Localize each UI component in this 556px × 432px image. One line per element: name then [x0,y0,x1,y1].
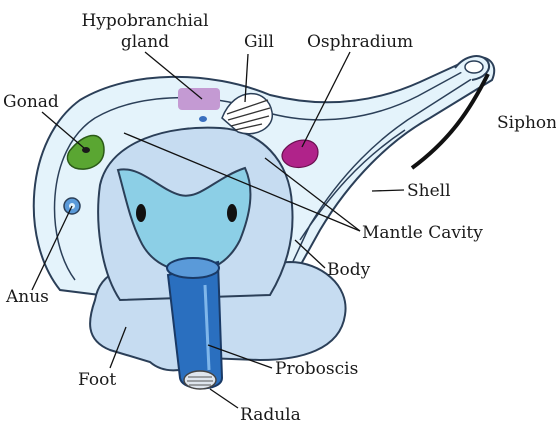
label-proboscis: Proboscis [275,359,358,379]
label-hypobranchial-2: gland [121,32,169,52]
label-hypobranchial-1: Hypobranchial [81,11,208,31]
label-foot: Foot [78,370,116,390]
label-mantle-cavity: Mantle Cavity [362,223,483,243]
label-siphon: Siphon [497,113,556,133]
label-anus: Anus [5,287,49,307]
label-radula: Radula [240,405,301,425]
label-gill: Gill [244,32,274,52]
label-gonad: Gonad [3,92,59,112]
label-shell: Shell [407,181,451,201]
right-eye [227,204,237,222]
hypobranchial-dot [199,116,207,122]
left-eye [136,204,146,222]
label-osphradium: Osphradium [307,32,413,52]
label-body: Body [327,260,371,280]
hypobranchial-gland [178,88,220,110]
radula [184,371,216,389]
siphon-opening [465,61,483,73]
